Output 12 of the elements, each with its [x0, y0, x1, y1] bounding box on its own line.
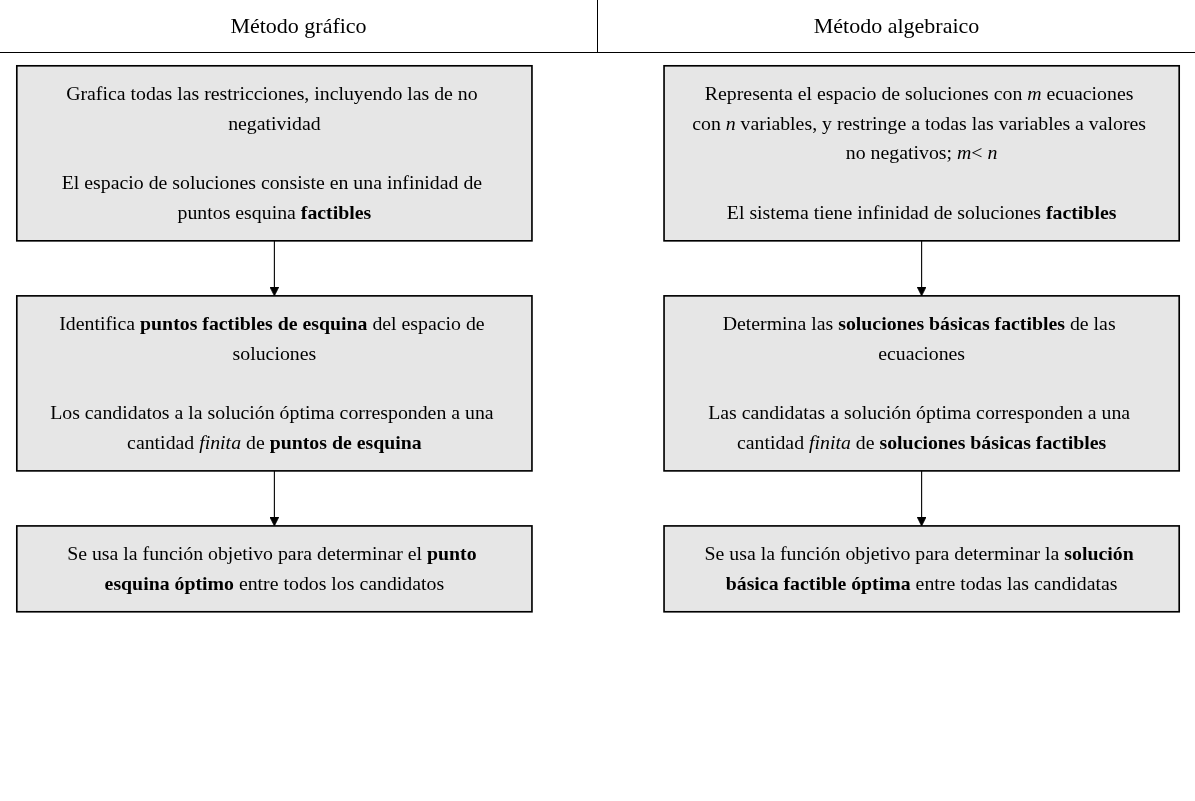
node-box: Identifica puntos factibles de esquina del espacio de soluciones Los candidatos a la solución óptima corresponden a una cantidad finita de puntos de esquina [15, 295, 533, 472]
node-box: Se usa la función objetivo para determinar el punto esquina óptimo entre todos los candidatos [15, 525, 533, 613]
node-box: Representa el espacio de soluciones con m ecuaciones con n variables, y restringe a todas las variables a valores no negativos; m< n El sistema tiene infinidad de soluciones factibles [662, 65, 1180, 242]
arrow [269, 470, 279, 527]
node-box: Se usa la función objetivo para determinar la solución básica factible óptima entre todas las candidatas [662, 525, 1180, 613]
node-box: Determina las soluciones básicas factibles de las ecuaciones Las candidatas a solución óptima corresponden a una cantidad finita de soluciones básicas factibles [662, 295, 1180, 472]
column-heading: Método algebraico [813, 13, 980, 39]
arrow [916, 240, 926, 297]
column-heading: Método gráfico [230, 13, 367, 39]
node-box: Grafica todas las restricciones, incluyendo las de no negatividad El espacio de soluciones consiste en una infinidad de puntos esquina factibles [15, 65, 533, 242]
arrow [916, 470, 926, 527]
arrow [269, 240, 279, 297]
